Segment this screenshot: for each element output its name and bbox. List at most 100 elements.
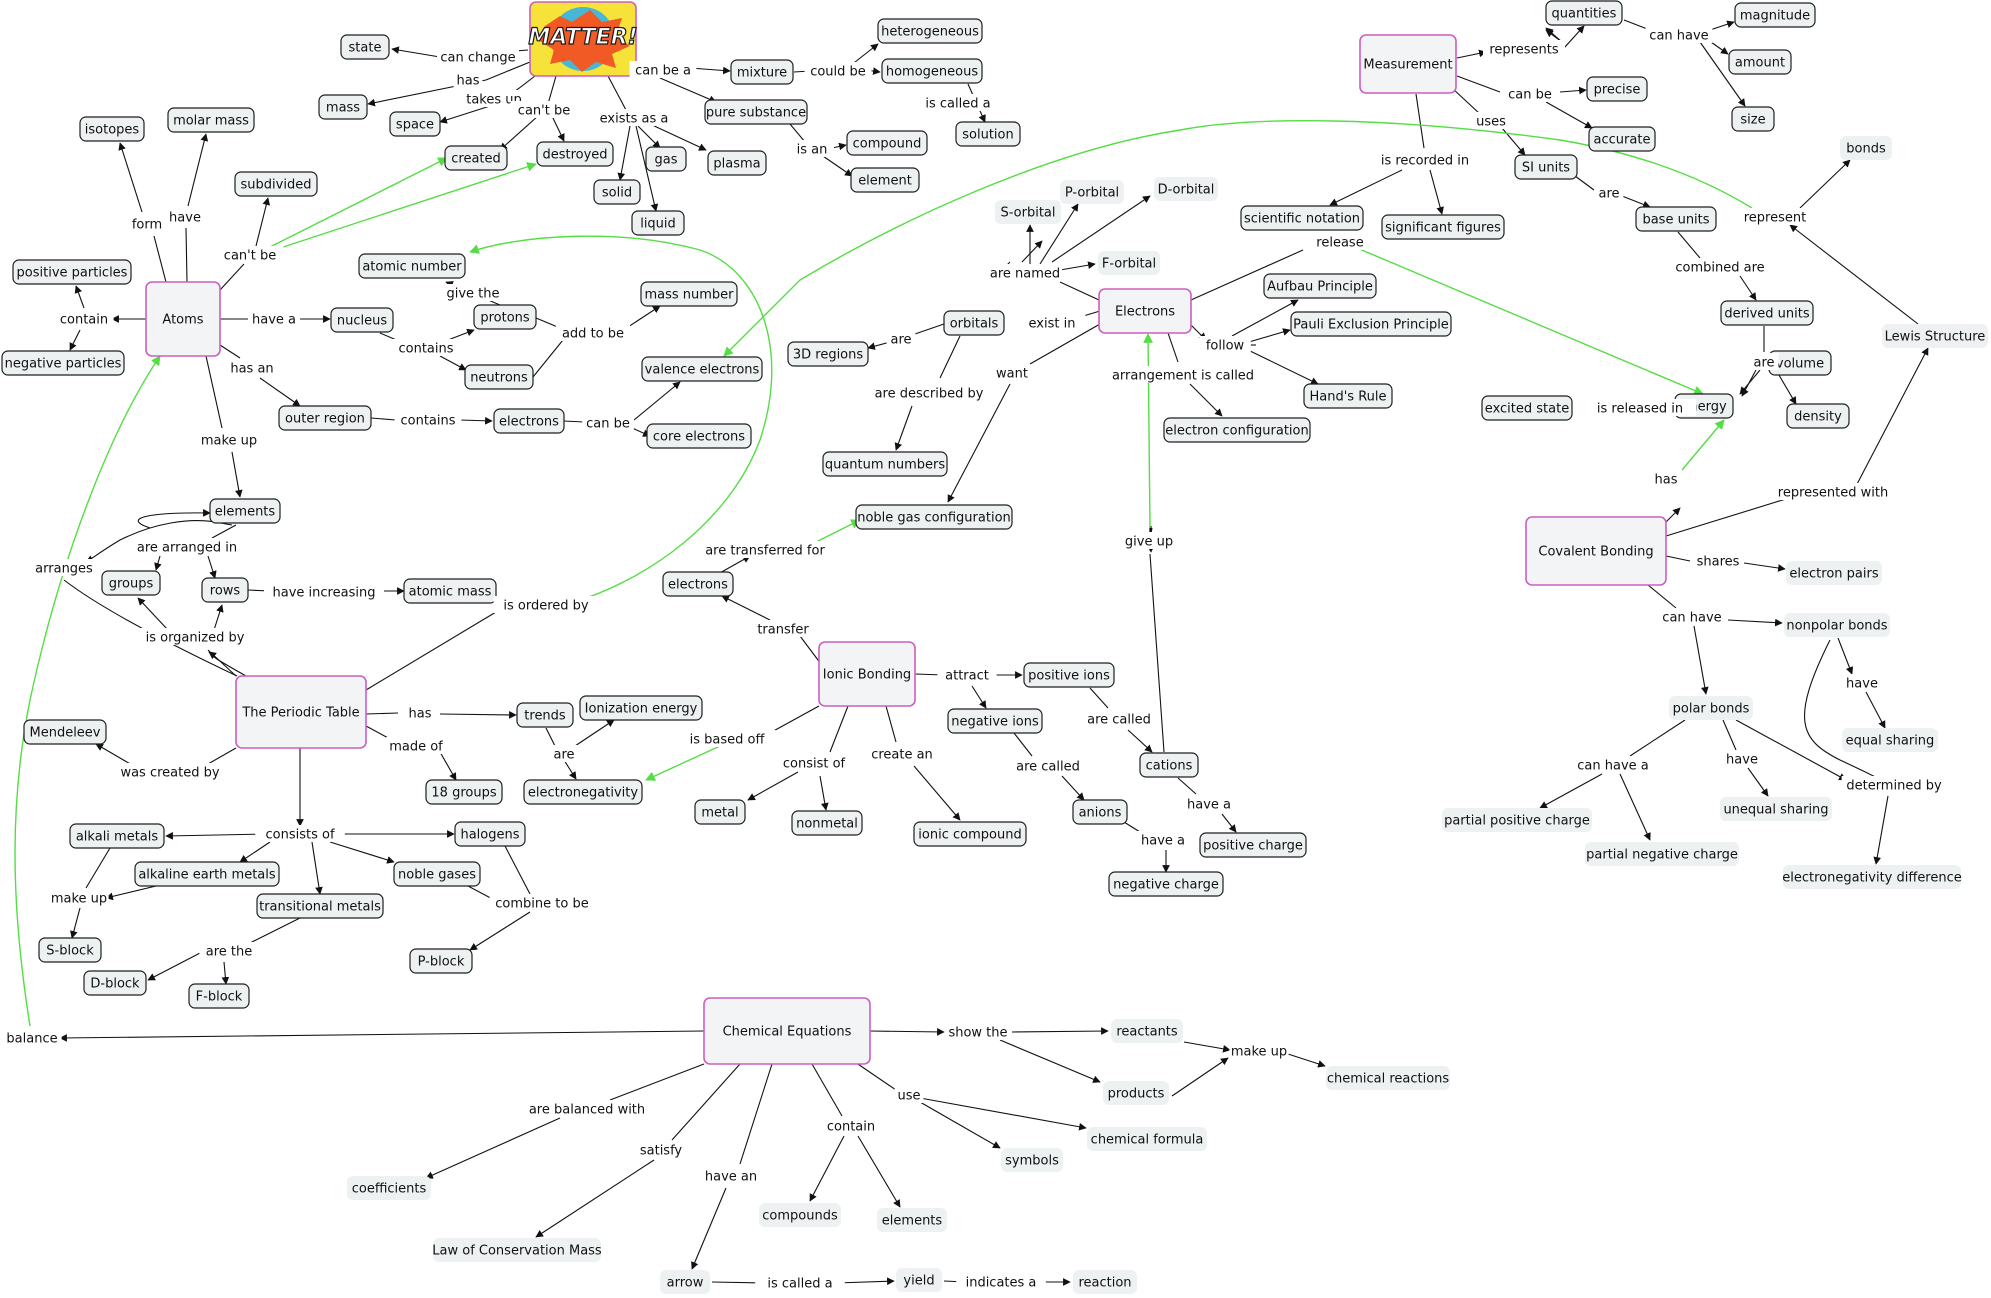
link-label-bg xyxy=(510,101,578,118)
node-gas: gas xyxy=(645,146,687,172)
link-label-text: has xyxy=(409,707,432,722)
node-periodic-table: The Periodic Table xyxy=(235,675,367,749)
node-protons: protons xyxy=(473,304,537,330)
node-label: symbols xyxy=(1005,1154,1059,1169)
node-sig-figs: significant figures xyxy=(1381,214,1505,240)
link-label-text: is called a xyxy=(767,1277,832,1292)
node-label: amount xyxy=(1735,56,1785,71)
node-groups18: 18 groups xyxy=(425,779,503,805)
node-chem-reactions: chemical reactions xyxy=(1326,1066,1450,1090)
link-label-l-organized: is organized by xyxy=(135,628,255,646)
link-label-text: represent xyxy=(1744,211,1806,226)
link-label-bg xyxy=(1594,184,1624,201)
link-label-text: balance xyxy=(6,1032,57,1047)
node-box xyxy=(188,983,250,1009)
link-label-text: have xyxy=(169,211,201,226)
link-label-text: are described by xyxy=(875,387,984,402)
node-box xyxy=(454,821,526,847)
link-label-l-show-the: show the xyxy=(944,1023,1012,1041)
link-label-l-make-up-atoms: make up xyxy=(199,431,259,449)
link-label-bg xyxy=(701,1167,761,1184)
node-polar: polar bonds xyxy=(1669,696,1753,720)
node-box xyxy=(1326,1066,1450,1090)
node-label: cations xyxy=(1146,759,1193,774)
node-label: positive particles xyxy=(17,266,128,281)
node-box xyxy=(389,111,441,137)
link-label-l-can-have-a: can have a xyxy=(1572,756,1654,774)
node-label: outer region xyxy=(285,412,365,427)
link-label-bg xyxy=(1572,756,1654,773)
link-label-bg xyxy=(199,431,259,448)
link-label-bg xyxy=(439,284,507,301)
node-label: nonmetal xyxy=(796,817,858,832)
node-label: Lewis Structure xyxy=(1885,330,1986,345)
link-label-bg xyxy=(2,1029,62,1046)
node-products: products xyxy=(1103,1081,1169,1105)
link-label-bg xyxy=(913,94,1003,111)
link-label-l-ordered: is ordered by xyxy=(493,596,599,614)
node-label: 3D regions xyxy=(793,348,864,363)
node-label: S-orbital xyxy=(1000,206,1055,221)
node-label: electron configuration xyxy=(1165,424,1308,439)
node-box xyxy=(1098,251,1160,275)
link-label-l-are-derived: are xyxy=(1749,353,1779,371)
link-label-bg xyxy=(886,330,916,347)
node-box xyxy=(1669,696,1753,720)
node-label: metal xyxy=(701,806,738,821)
node-label: Ionic Bonding xyxy=(823,668,911,683)
link-label-bg xyxy=(216,246,284,263)
node-box xyxy=(1731,106,1775,132)
link-label-l-contains-or: contains xyxy=(394,411,462,429)
link-label-l-described: are described by xyxy=(865,384,993,402)
link-label-l-combine: combine to be xyxy=(489,894,595,912)
link-label-l-have-a: have a xyxy=(248,310,300,328)
link-label-text: determined by xyxy=(1846,779,1942,794)
node-box xyxy=(145,281,221,357)
node-excited-state: excited state xyxy=(1481,395,1573,421)
link-label-l-make-up-eq: make up xyxy=(1229,1042,1289,1060)
link-label-l-combined: combined are xyxy=(1671,258,1769,276)
link-label-bg xyxy=(1018,314,1086,331)
link-label-l-made-of: made of xyxy=(386,737,446,755)
node-label: anions xyxy=(1079,806,1122,821)
node-label: D-orbital xyxy=(1158,183,1215,198)
node-label: precise xyxy=(1594,83,1641,98)
node-box xyxy=(69,823,165,849)
node-label: space xyxy=(396,118,434,133)
link-label-l-follow: follow xyxy=(1199,336,1251,354)
node-box xyxy=(167,107,255,133)
link-label-text: have a xyxy=(1187,798,1231,813)
node-subdivided: subdivided xyxy=(234,171,318,197)
node-covalent: Covalent Bonding xyxy=(1525,516,1667,586)
link-label-bg xyxy=(1007,757,1089,774)
node-unequal-sharing: unequal sharing xyxy=(1720,797,1832,821)
link-label-bg xyxy=(956,1273,1046,1290)
link-label-bg xyxy=(821,1117,881,1134)
node-label: magnitude xyxy=(1740,9,1810,24)
node-measurement: Measurement xyxy=(1359,34,1457,94)
node-cations: cations xyxy=(1139,752,1199,778)
link-label-text: can be a xyxy=(635,64,691,79)
node-mendeleev: Mendeleev xyxy=(23,719,107,745)
node-box xyxy=(850,167,920,193)
node-box xyxy=(877,1208,947,1232)
node-rows: rows xyxy=(201,577,249,603)
node-box xyxy=(846,130,928,156)
link-label-l-indicates: indicates a xyxy=(956,1273,1046,1291)
node-box xyxy=(1525,516,1667,586)
link-label-text: have a xyxy=(252,313,296,328)
link-label-bg xyxy=(582,414,634,431)
link-label-text: follow xyxy=(1206,339,1245,354)
node-box xyxy=(913,821,1027,847)
link-label-l-satisfy: satisfy xyxy=(631,1141,691,1159)
node-label: electrons xyxy=(668,578,728,593)
node-box xyxy=(787,341,869,367)
node-label: The Periodic Table xyxy=(241,706,359,721)
node-alkali: alkali metals xyxy=(69,823,165,849)
node-box xyxy=(694,799,746,825)
node-alkaline-earth: alkaline earth metals xyxy=(134,861,280,887)
link-label-l-are-si: are xyxy=(1594,184,1624,202)
node-box xyxy=(1842,728,1938,752)
node-accurate: accurate xyxy=(1588,126,1656,152)
